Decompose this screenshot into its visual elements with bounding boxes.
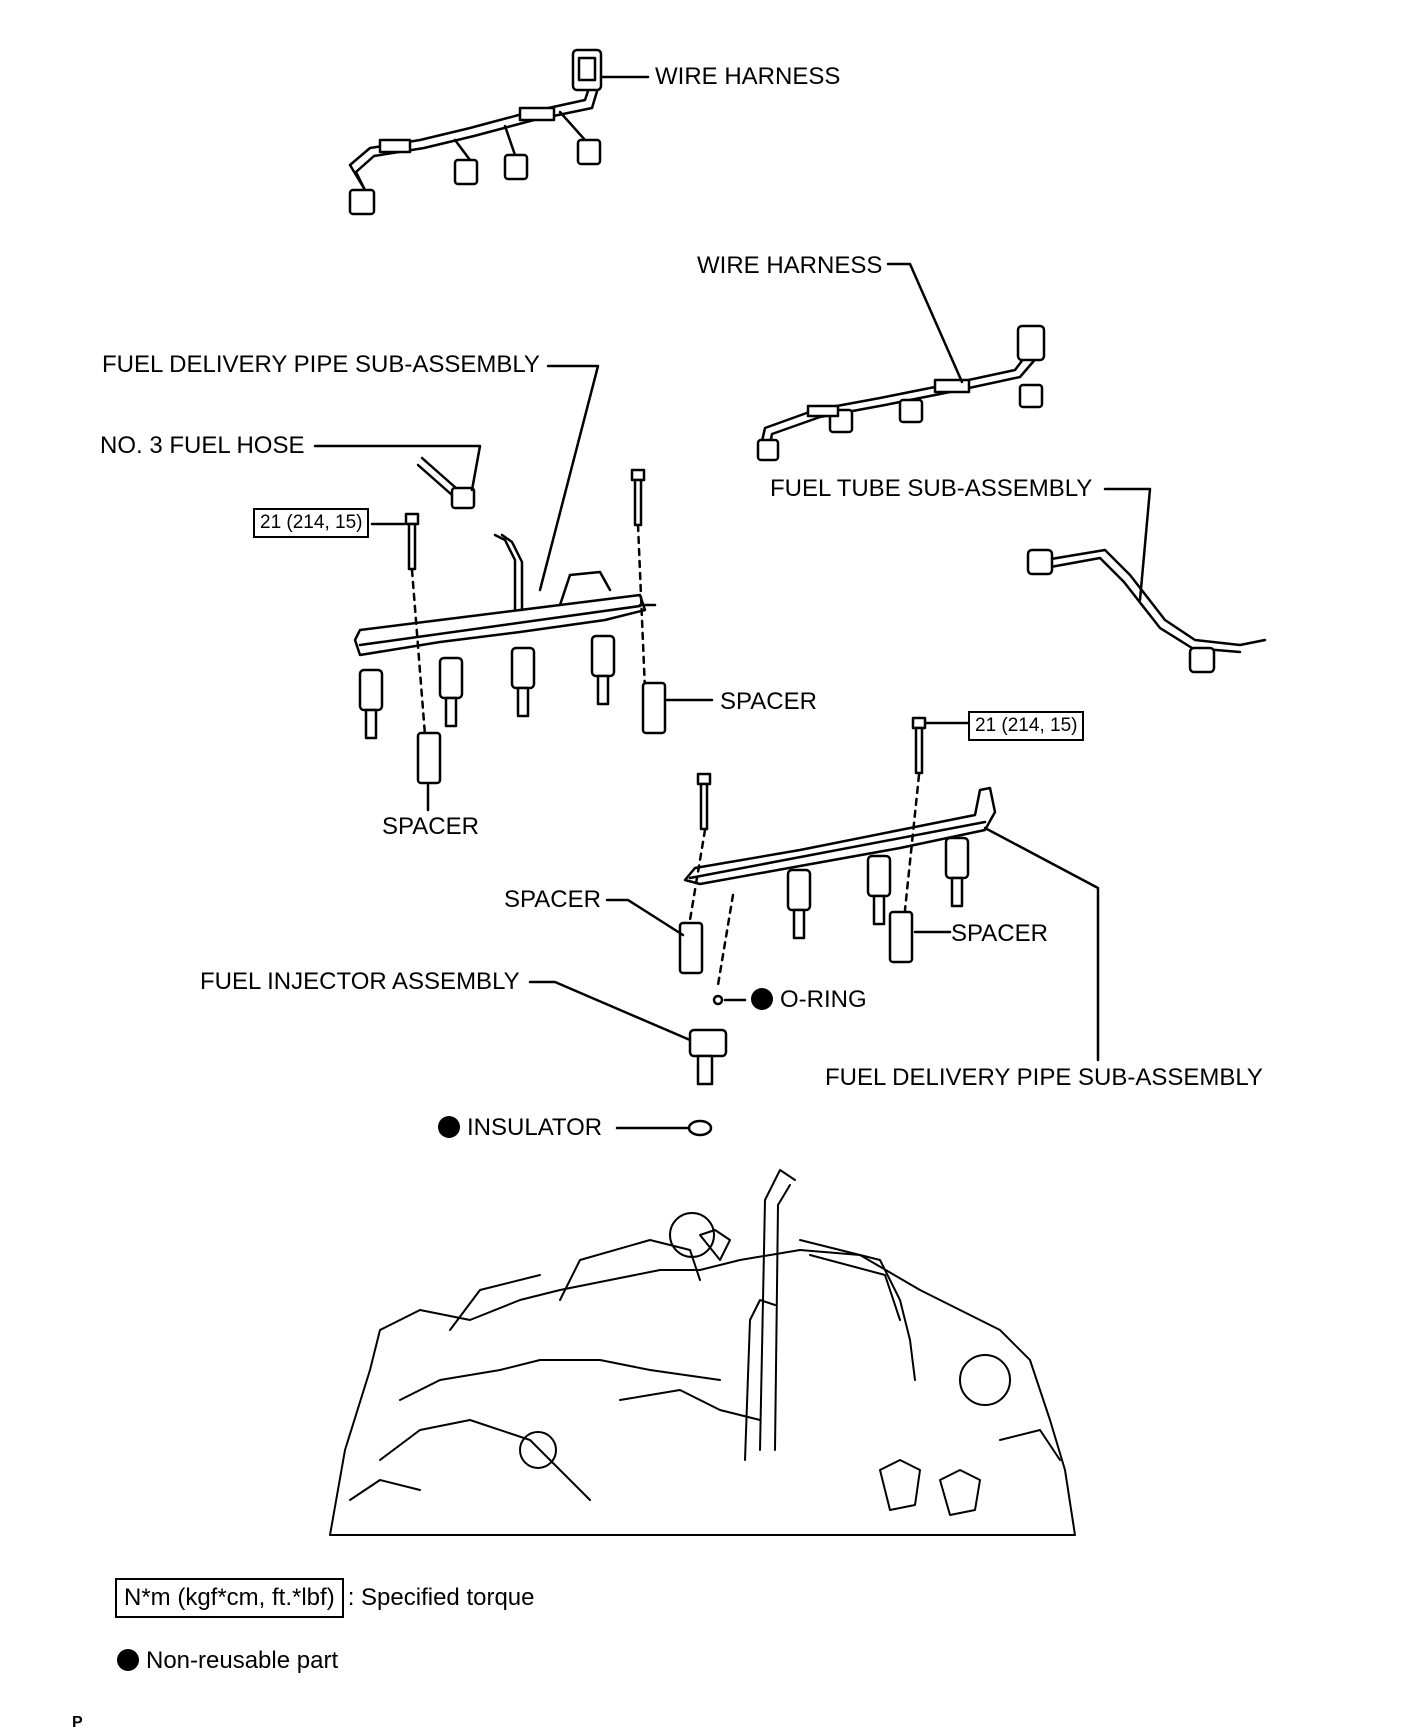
legend-torque-text: : Specified torque xyxy=(347,1584,535,1611)
insulator-text: INSULATOR xyxy=(467,1114,603,1141)
label-wire-harness-top: WIRE HARNESS xyxy=(655,63,841,90)
label-fuel-delivery-pipe-right: FUEL DELIVERY PIPE SUB-ASSEMBLY xyxy=(825,1064,1263,1091)
fuel-rail-left-drawing xyxy=(313,364,714,812)
label-spacer-right-rail-right: SPACER xyxy=(951,920,1048,947)
torque-spec-right: 21 (214, 15) xyxy=(968,711,1085,741)
label-wire-harness-right: WIRE HARNESS xyxy=(697,252,883,279)
legend-non-reusable: Non-reusable part xyxy=(117,1646,338,1676)
fuel-rail-right-drawing xyxy=(528,716,1100,1137)
o-ring-text: O-RING xyxy=(780,986,867,1013)
wire-harness-right-drawing xyxy=(756,262,1046,462)
label-o-ring: O-RING xyxy=(751,986,867,1014)
legend-torque: N*m (kgf*cm, ft.*lbf): Specified torque xyxy=(115,1578,535,1618)
non-reusable-dot-icon xyxy=(117,1649,139,1671)
label-fuel-delivery-pipe-left: FUEL DELIVERY PIPE SUB-ASSEMBLY xyxy=(102,351,540,378)
label-no3-fuel-hose: NO. 3 FUEL HOSE xyxy=(100,432,305,459)
legend-torque-box: N*m (kgf*cm, ft.*lbf) xyxy=(115,1578,344,1618)
non-reusable-dot-icon xyxy=(751,988,773,1010)
label-fuel-tube: FUEL TUBE SUB-ASSEMBLY xyxy=(770,475,1093,502)
legend-non-reusable-text: Non-reusable part xyxy=(146,1647,339,1674)
label-fuel-injector: FUEL INJECTOR ASSEMBLY xyxy=(200,968,520,995)
wire-harness-top-drawing xyxy=(348,48,650,216)
engine-block-drawing xyxy=(329,1169,1076,1536)
torque-spec-left: 21 (214, 15) xyxy=(253,508,370,538)
label-spacer-right-rail-left: SPACER xyxy=(504,886,601,913)
label-spacer-left-rail-bottom: SPACER xyxy=(382,813,479,840)
label-spacer-left-rail-right: SPACER xyxy=(720,688,817,715)
non-reusable-dot-icon xyxy=(438,1116,460,1138)
label-insulator: INSULATOR xyxy=(438,1114,602,1142)
fuel-tube-drawing xyxy=(1026,487,1267,674)
figure-code: P xyxy=(72,1714,83,1731)
